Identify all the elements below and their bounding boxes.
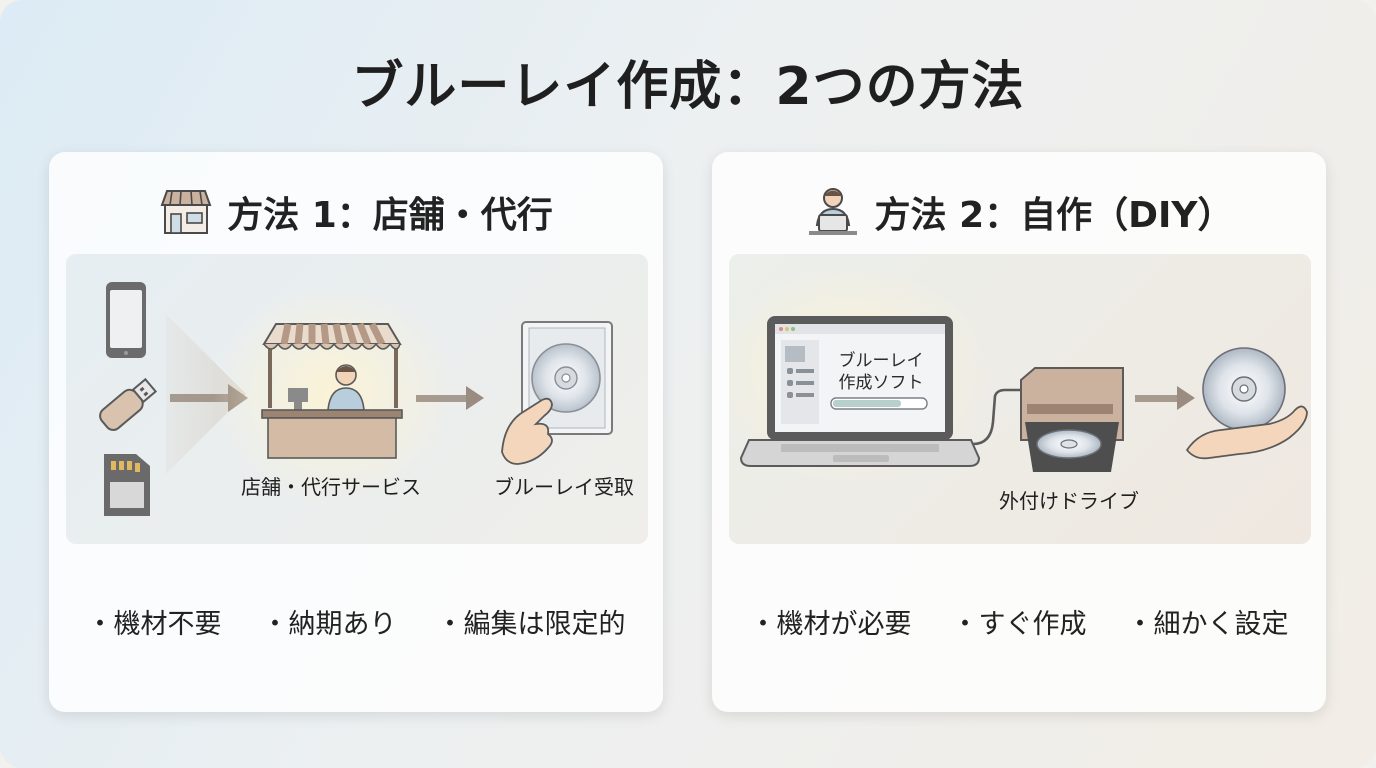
method1-panel: 店舗・代行サービス ブルーレイ受取 <box>66 254 648 544</box>
method1-bullet: ・納期あり <box>261 609 397 640</box>
disc-in-hand-icon <box>1185 347 1308 460</box>
method2-title: 方法 2：自作（DIY） <box>874 195 1234 236</box>
external-drive-icon <box>1020 367 1124 472</box>
drive-label: 外付けドライブ <box>999 489 1139 513</box>
method2-bullet: ・すぐ作成 <box>951 609 1087 640</box>
receive-label: ブルーレイ受取 <box>494 475 634 499</box>
method1-bullet: ・機材不要 <box>86 609 222 640</box>
method2-bullet: ・細かく設定 <box>1126 609 1289 640</box>
arrow-to-receive <box>416 386 484 410</box>
store-icon <box>160 190 212 234</box>
method2-bullets: ・機材が必要 ・すぐ作成 ・細かく設定 <box>712 602 1326 641</box>
usb-drive-icon <box>99 377 158 431</box>
smartphone-icon <box>106 282 146 358</box>
method2-panel: ブルーレイ 作成ソフト 外付けドライブ <box>729 254 1311 544</box>
method1-card: 方法 1：店舗・代行 <box>49 152 663 712</box>
bluray-case-icon <box>501 321 613 465</box>
software-label-line2: 作成ソフト <box>839 373 924 393</box>
method1-bullet: ・編集は限定的 <box>436 609 626 640</box>
method1-title: 方法 1：店舗・代行 <box>227 195 553 236</box>
software-label-line1: ブルーレイ <box>839 350 924 371</box>
method2-bullet: ・機材が必要 <box>749 609 912 640</box>
method1-header: 方法 1：店舗・代行 <box>49 182 663 242</box>
method2-header: 方法 2：自作（DIY） <box>712 182 1326 242</box>
page-title: ブルーレイ作成：2つの方法 <box>351 57 1025 117</box>
shop-counter-icon <box>261 322 403 459</box>
method1-bullets: ・機材不要 ・納期あり ・編集は限定的 <box>49 602 663 641</box>
sd-card-icon <box>104 454 150 516</box>
person-laptop-icon <box>808 188 857 235</box>
service-label: 店舗・代行サービス <box>241 475 421 499</box>
laptop-icon <box>739 316 981 467</box>
arrow-to-disc <box>1135 386 1195 410</box>
method2-card: 方法 2：自作（DIY） <box>712 152 1326 712</box>
